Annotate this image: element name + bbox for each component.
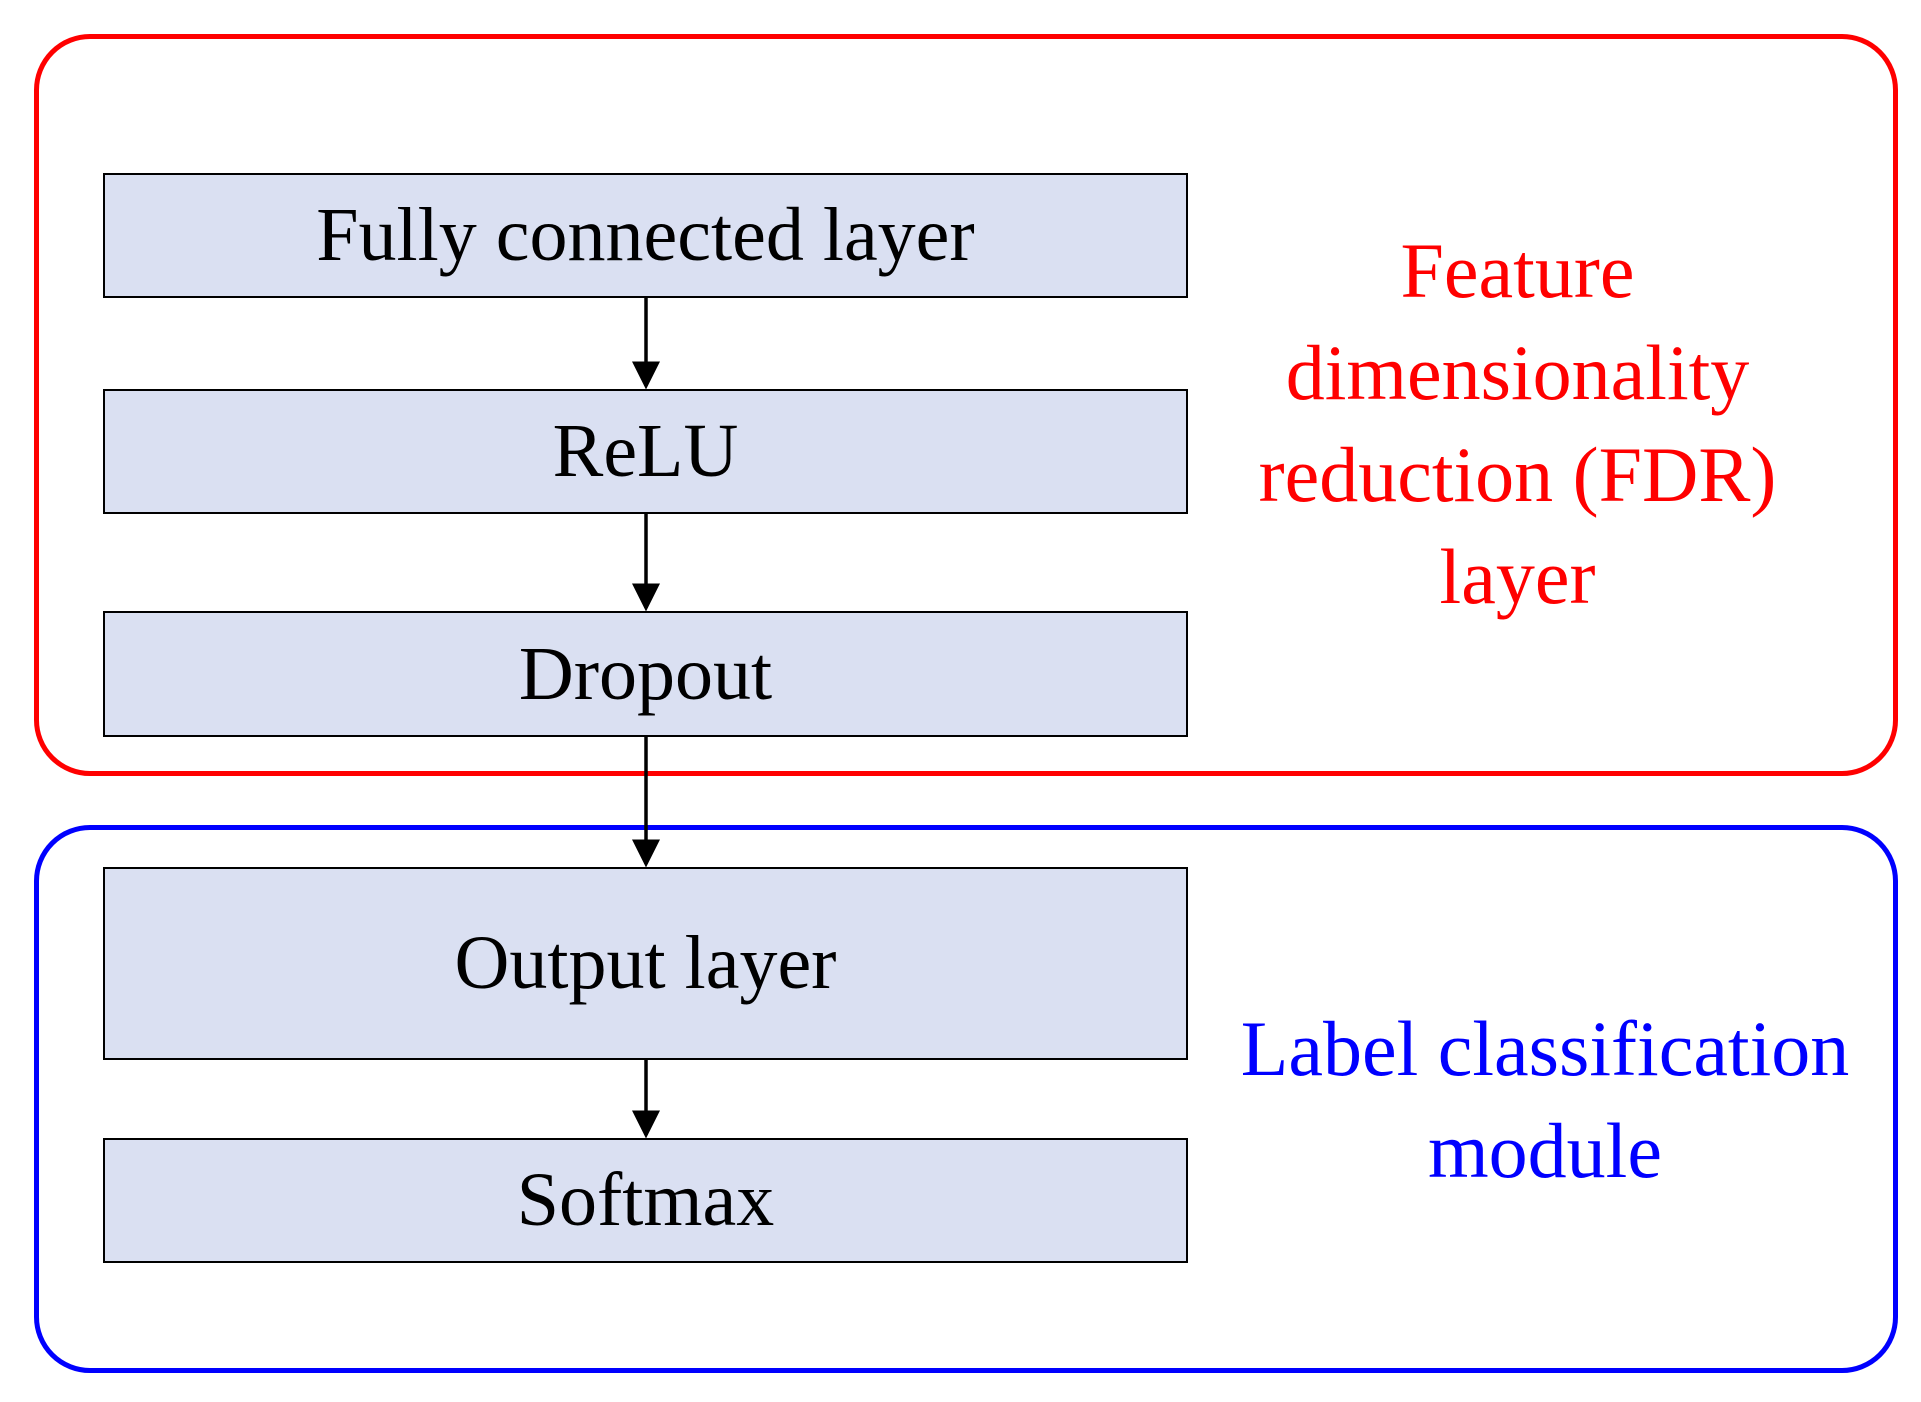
- label-classification-module-label: Label classification module: [1195, 998, 1895, 1202]
- fdr-module-frame: [34, 34, 1898, 776]
- label-classification-module-frame: [34, 825, 1898, 1373]
- dropout-label: Dropout: [518, 631, 773, 716]
- softmax-label: Softmax: [516, 1158, 775, 1242]
- dropout-box: Dropout: [103, 611, 1188, 737]
- fdr-module-label: Feature dimensionality reduction (FDR) l…: [1195, 220, 1840, 628]
- output-layer-label: Output layer: [454, 921, 837, 1005]
- relu-box: ReLU: [103, 389, 1188, 514]
- softmax-box: Softmax: [103, 1138, 1188, 1263]
- fully-connected-layer-box: Fully connected layer: [103, 173, 1188, 298]
- fdr-label-line: dimensionality: [1285, 329, 1750, 416]
- fully-connected-layer-label: Fully connected layer: [316, 193, 975, 277]
- fdr-label-line: reduction (FDR): [1258, 431, 1777, 518]
- fdr-label-line: Feature: [1400, 227, 1635, 314]
- lcm-label-line: module: [1428, 1107, 1662, 1194]
- lcm-label-line: Label classification: [1240, 1005, 1850, 1092]
- fdr-label-line: layer: [1439, 533, 1596, 620]
- output-layer-box: Output layer: [103, 867, 1188, 1060]
- relu-label: ReLU: [552, 409, 739, 493]
